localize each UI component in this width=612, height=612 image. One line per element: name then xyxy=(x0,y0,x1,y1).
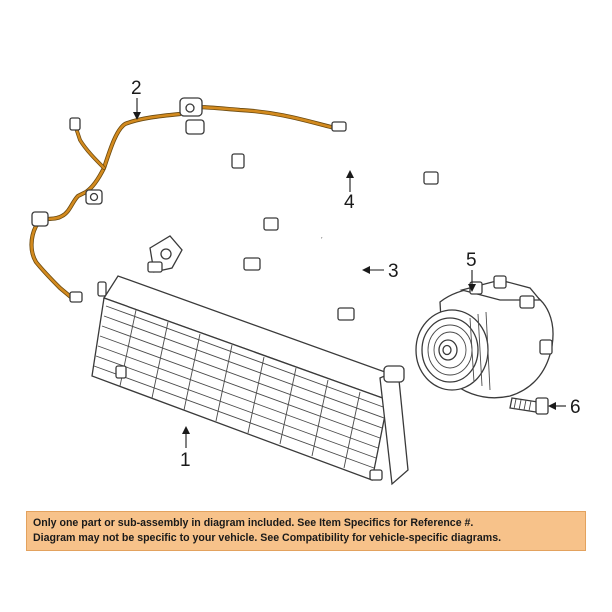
disclaimer-banner: Only one part or sub-assembly in diagram… xyxy=(26,511,586,551)
hose-fitting xyxy=(331,121,347,132)
callout-6: 6 xyxy=(570,397,581,418)
part-3-hose xyxy=(243,217,360,321)
hose-fitting xyxy=(69,291,83,303)
disclaimer-line-1: Only one part or sub-assembly in diagram… xyxy=(33,517,474,529)
part-5-compressor xyxy=(415,275,554,399)
callout-2: 2 xyxy=(131,78,142,99)
callout-leaders xyxy=(133,98,566,448)
part-1-condenser xyxy=(91,275,409,486)
hose-fitting xyxy=(69,117,81,131)
disclaimer-line-2: Diagram may not be specific to your vehi… xyxy=(33,532,502,544)
part-6-bolt xyxy=(509,397,549,415)
hose-bracket xyxy=(185,119,205,135)
callout-3: 3 xyxy=(388,261,399,282)
part-4-ac-line xyxy=(147,147,439,273)
callout-1: 1 xyxy=(180,450,191,471)
hose-bracket xyxy=(31,211,49,227)
part-2-hose-assembly xyxy=(29,97,347,303)
callout-5: 5 xyxy=(466,250,477,271)
callout-4: 4 xyxy=(344,192,355,213)
